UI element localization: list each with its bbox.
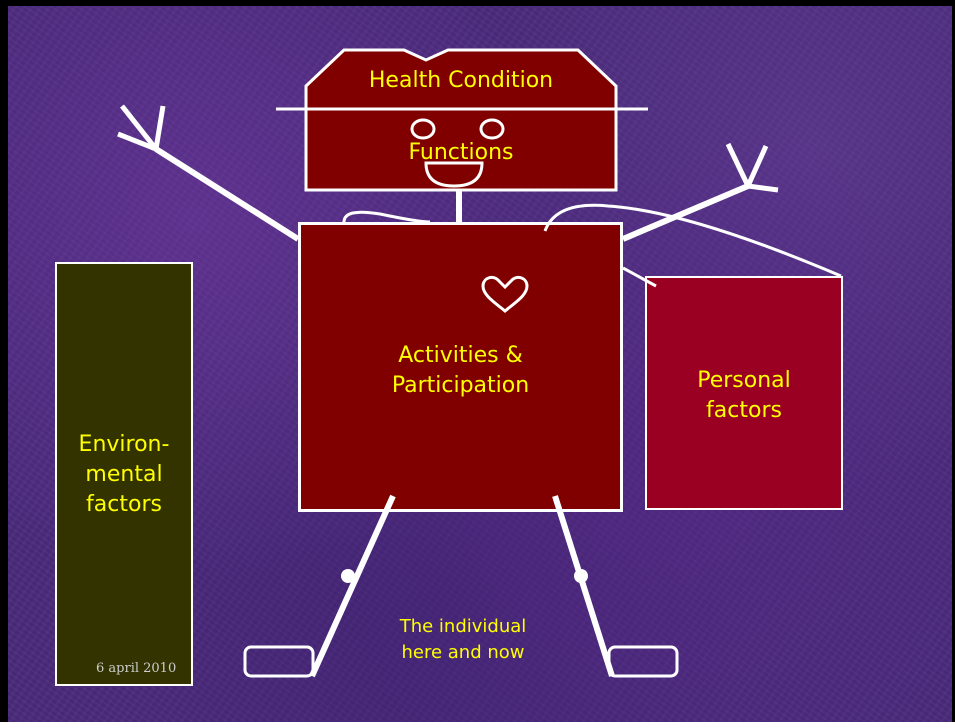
environmental-factors-line-1: Environ-	[78, 432, 170, 457]
left-knee-joint	[341, 569, 355, 583]
right-shoulder-curve	[543, 203, 842, 278]
left-foot-shape	[243, 645, 315, 678]
individual-caption: The individual here and now	[363, 614, 563, 666]
right-hand-finger-2	[745, 144, 769, 188]
functions-label: Functions	[408, 140, 514, 165]
individual-caption-line-1: The individual	[399, 616, 527, 637]
environmental-factors-box	[55, 262, 193, 686]
activities-participation-line-1: Activities &	[398, 343, 523, 368]
environmental-factors-label: Environ- mental factors	[55, 430, 193, 520]
activities-participation-label: Activities & Participation	[298, 341, 623, 401]
personal-factors-line-2: factors	[706, 398, 782, 423]
health-condition-label: Health Condition	[368, 68, 554, 93]
personal-factors-line-1: Personal	[697, 368, 791, 393]
environmental-factors-line-2: mental	[85, 462, 163, 487]
left-hand-finger-3	[153, 105, 166, 150]
right-arm-line	[621, 183, 750, 242]
individual-caption-line-2: here and now	[401, 642, 525, 663]
left-shoulder-curve	[342, 210, 431, 224]
environmental-factors-line-3: factors	[86, 492, 162, 517]
personal-factors-box	[645, 276, 843, 510]
left-hand-finger-2	[117, 131, 157, 152]
heart-icon	[481, 275, 529, 313]
right-knee-joint	[574, 569, 588, 583]
right-leg-line	[552, 495, 615, 677]
right-hand-finger-1	[725, 142, 751, 188]
left-eye-icon	[410, 118, 436, 140]
personal-factors-connector	[622, 266, 657, 288]
stick-figure-drawing	[117, 48, 842, 678]
right-hand-finger-3	[747, 183, 779, 193]
activities-participation-line-2: Participation	[391, 373, 530, 398]
right-foot-shape	[607, 645, 679, 678]
right-eye-icon	[479, 118, 505, 140]
activities-participation-box	[298, 222, 623, 512]
mouth-icon	[424, 161, 484, 188]
left-hand-finger-1	[120, 104, 158, 151]
personal-factors-label: Personal factors	[645, 366, 843, 426]
left-leg-line	[309, 494, 396, 678]
date-footer: 6 april 2010	[96, 661, 177, 676]
left-arm-line	[154, 146, 300, 242]
